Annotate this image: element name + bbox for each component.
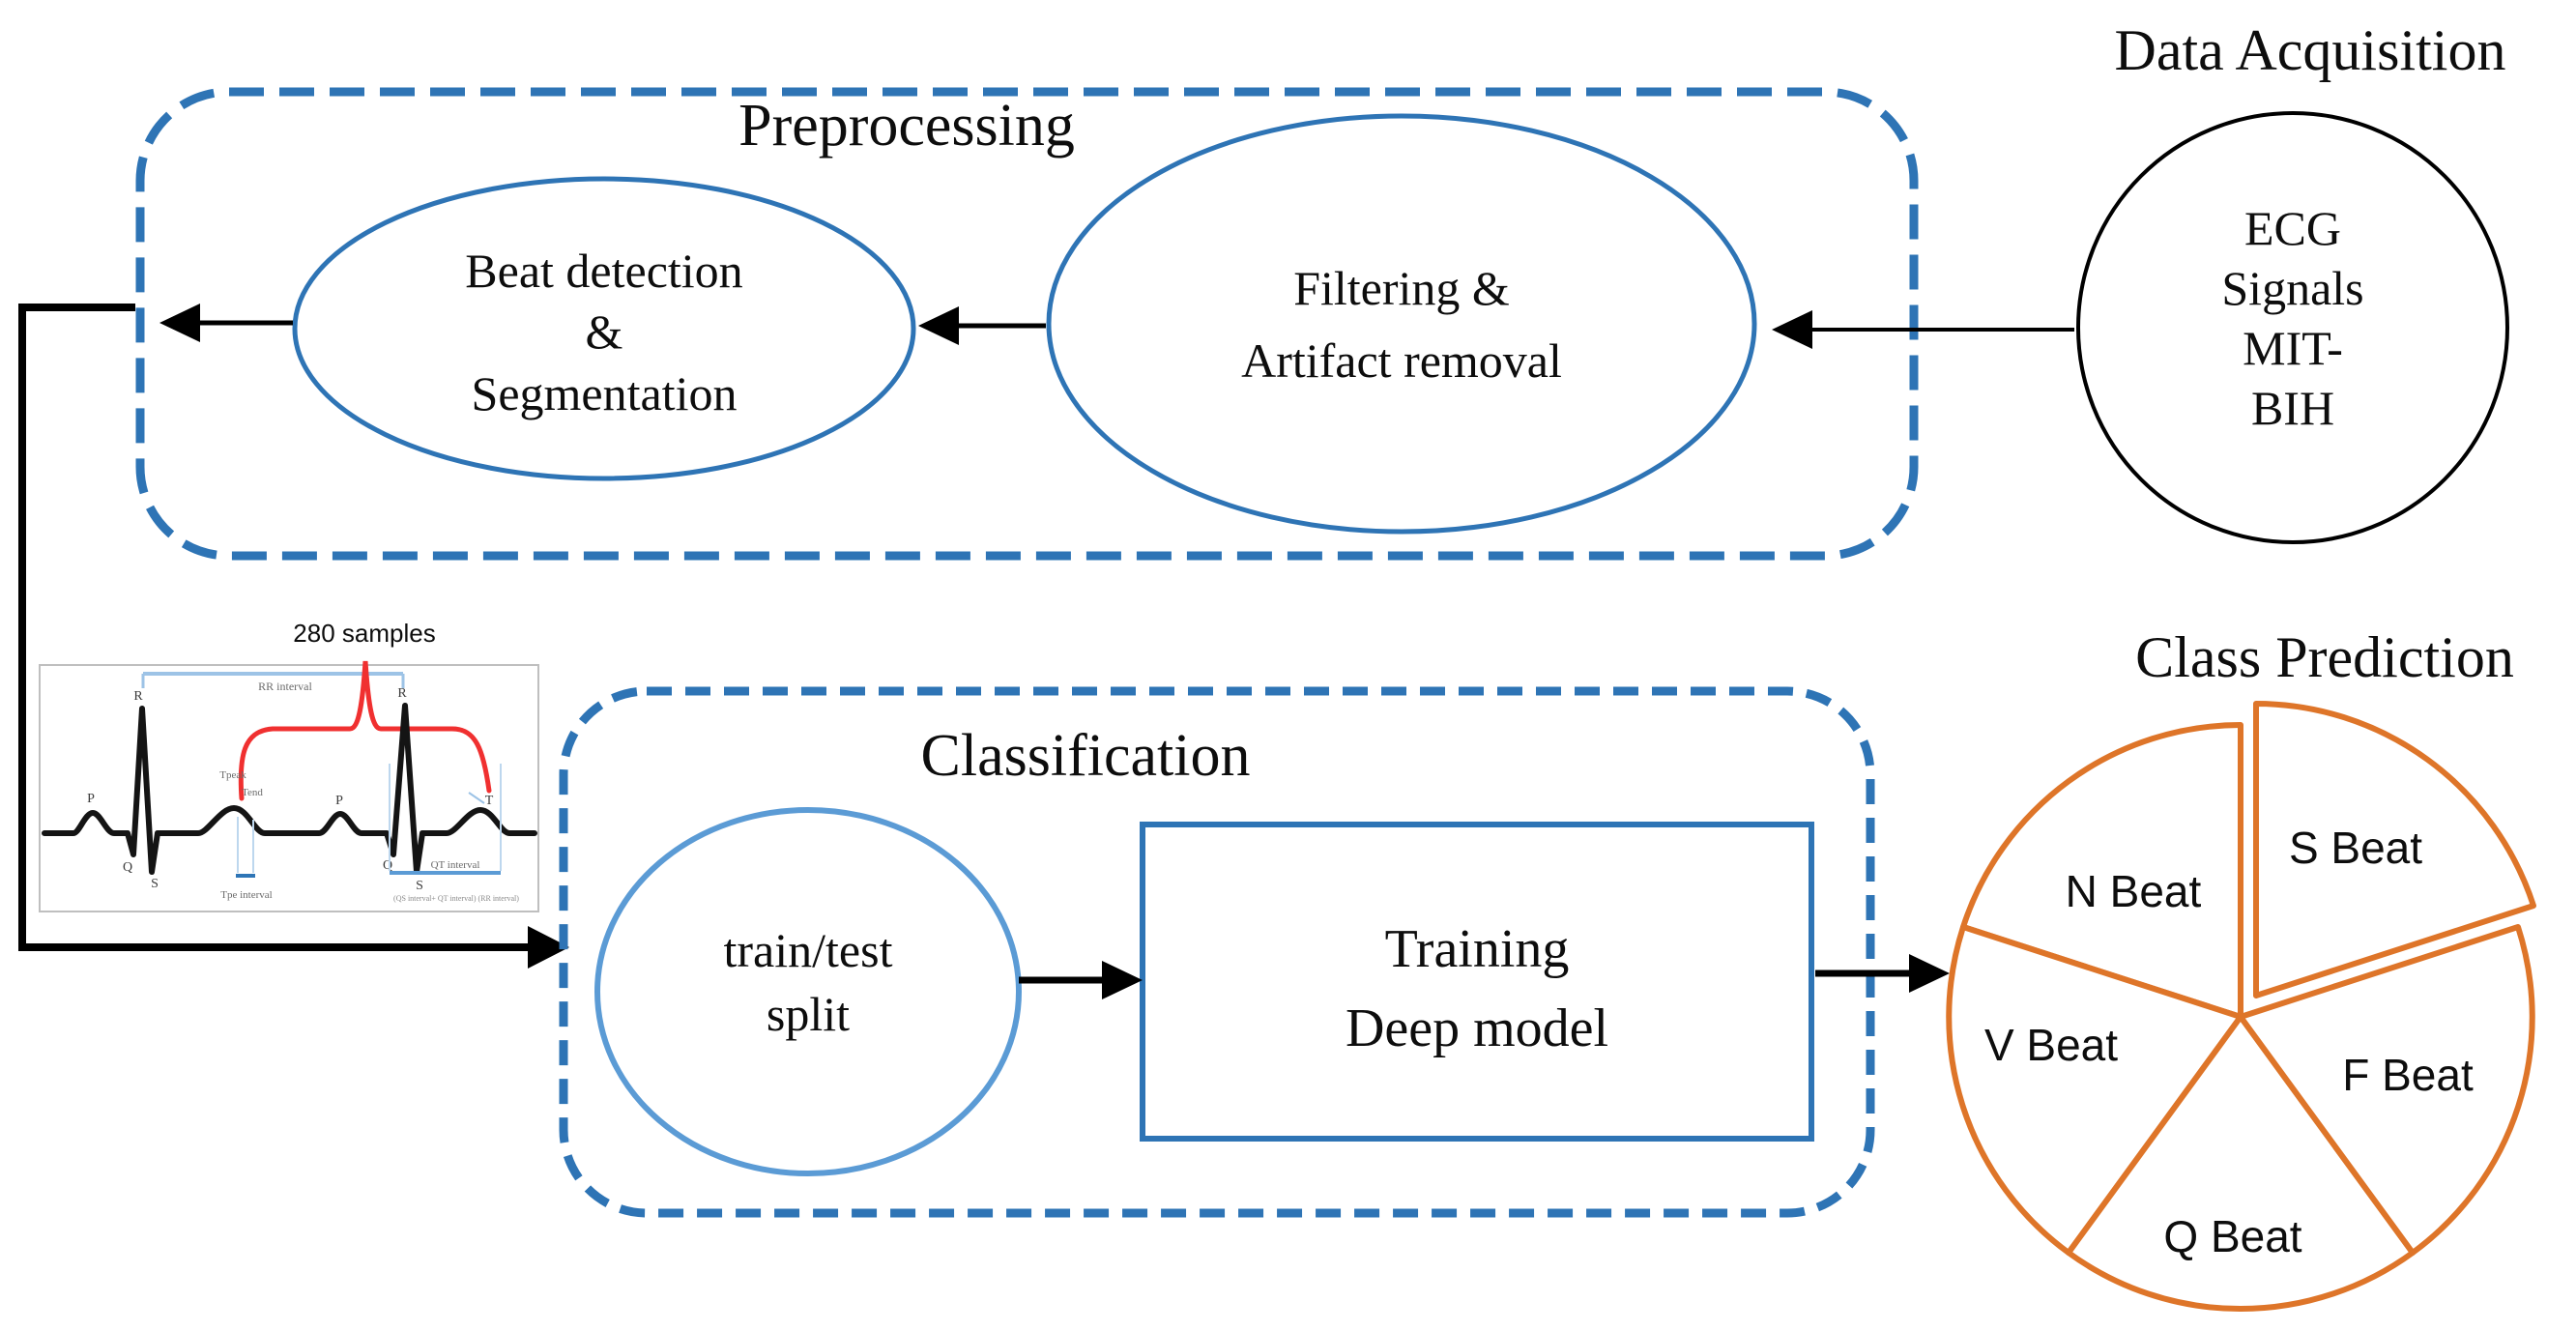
preprocessing-title: Preprocessing bbox=[738, 93, 1075, 159]
class-prediction-pie bbox=[1946, 701, 2536, 1312]
tpe-interval-label: Tpe interval bbox=[220, 889, 272, 901]
rr-interval-bracket: RR interval bbox=[141, 672, 405, 693]
train-test-line1: train/test bbox=[724, 923, 893, 977]
wave-q2-label: Q bbox=[383, 858, 392, 873]
training-line2: Deep model bbox=[1346, 998, 1608, 1058]
pie-label-f-beat: F Beat bbox=[2342, 1050, 2474, 1100]
train-test-split-circle bbox=[594, 807, 1022, 1176]
ecg-inset-frame bbox=[39, 664, 539, 912]
tpe-interval-markers: Tpeak Tend Tpe interval bbox=[219, 769, 272, 901]
qt-interval-markers: QT interval bbox=[389, 764, 502, 875]
preprocessing-group-box bbox=[135, 87, 1919, 561]
ecg-circle-line4: BIH bbox=[2251, 381, 2334, 435]
pie-label-s-beat: S Beat bbox=[2289, 823, 2422, 873]
beat-detection-line1: Beat detection bbox=[465, 244, 742, 298]
train-test-line2: split bbox=[767, 987, 850, 1041]
ecg-circle-line3: MIT- bbox=[2243, 321, 2343, 375]
beat-detection-line2: & bbox=[586, 304, 623, 359]
tend-label: Tend bbox=[242, 787, 263, 798]
pie-slice-n-beat bbox=[1960, 722, 2243, 1020]
beat-detection-ellipse bbox=[292, 176, 916, 481]
wave-q1-label: Q bbox=[123, 860, 132, 875]
wave-s2-label: S bbox=[416, 879, 423, 893]
pie-slice-f-beat bbox=[2238, 924, 2535, 1256]
pie-label-v-beat: V Beat bbox=[1984, 1020, 2118, 1070]
t2-pointer-line bbox=[468, 792, 485, 804]
pie-slice-q-beat bbox=[2066, 1014, 2416, 1312]
tpeak-label: Tpeak bbox=[219, 769, 246, 781]
ecg-signals-circle bbox=[2076, 111, 2509, 544]
ecg-circle-line1: ECG bbox=[2244, 201, 2341, 255]
pie-slice-s-beat bbox=[2253, 701, 2536, 998]
wave-p2-label: P bbox=[335, 794, 343, 808]
red-280-samples-brace bbox=[238, 660, 492, 801]
filtering-ellipse bbox=[1046, 113, 1757, 535]
arrow-circle-to-filtering bbox=[1772, 310, 2074, 349]
qt-interval-label: QT interval bbox=[431, 859, 480, 871]
beat-detection-line3: Segmentation bbox=[472, 366, 738, 420]
ecg-waveform-trace bbox=[42, 703, 537, 875]
rr-interval-label: RR interval bbox=[258, 680, 312, 693]
classification-group-box bbox=[559, 686, 1875, 1218]
arrow-split-to-training bbox=[1019, 961, 1143, 999]
ecg-circle-line2: Signals bbox=[2221, 261, 2363, 315]
arrow-training-to-pie bbox=[1815, 954, 1950, 993]
wave-r2-label: R bbox=[397, 686, 407, 701]
l-connector-arrow bbox=[18, 304, 569, 969]
ecg-inset: 280 samples RR interval P Q R S P Q R S … bbox=[39, 619, 539, 912]
wave-r1-label: R bbox=[133, 689, 143, 704]
arrow-beat-to-left bbox=[159, 304, 293, 342]
filtering-line1: Filtering & bbox=[1293, 261, 1510, 315]
samples-label: 280 samples bbox=[293, 619, 435, 648]
training-line1: Training bbox=[1385, 919, 1570, 979]
inset-caption: (QS interval+ QT interval) (RR interval) bbox=[393, 894, 519, 903]
class-prediction-title: Class Prediction bbox=[2135, 625, 2514, 689]
classification-title: Classification bbox=[921, 723, 1251, 789]
arrow-filtering-to-beat bbox=[918, 306, 1046, 345]
wave-t2-label: T bbox=[485, 794, 494, 808]
data-acquisition-title: Data Acquisition bbox=[2115, 18, 2506, 82]
training-deep-model-box bbox=[1140, 822, 1814, 1142]
filtering-line2: Artifact removal bbox=[1241, 333, 1562, 388]
wave-p1-label: P bbox=[87, 792, 95, 806]
pie-slice-v-beat bbox=[1946, 924, 2243, 1256]
pie-label-n-beat: N Beat bbox=[2066, 866, 2202, 916]
wave-s1-label: S bbox=[151, 877, 159, 891]
pie-label-q-beat: Q Beat bbox=[2163, 1211, 2301, 1261]
